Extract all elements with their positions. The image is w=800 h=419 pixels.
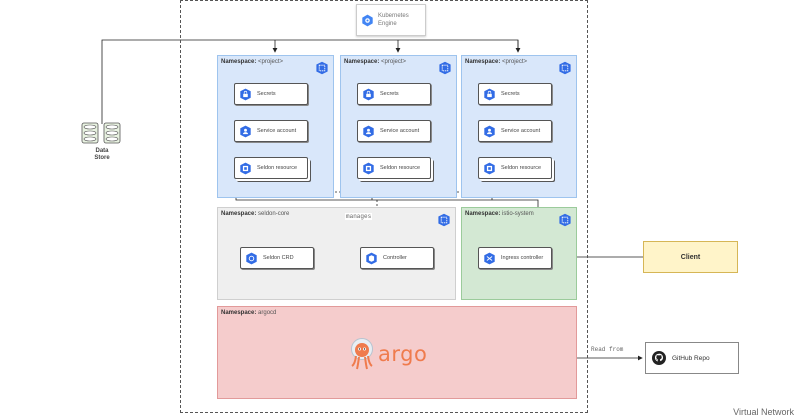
data-store-label-1: Data [95, 148, 109, 154]
namespace-name: <project> [502, 59, 528, 65]
service-account-node[interactable]: Service account [234, 120, 308, 142]
kubernetes-namespace-icon [559, 213, 571, 227]
ingress-controller-label: Ingress controller [501, 255, 544, 261]
namespace-project-2[interactable]: Namespace: <project> Secrets Service acc… [340, 55, 457, 198]
namespace-prefix: Namespace: [465, 59, 501, 65]
virtual-network-boundary [180, 0, 588, 413]
service-account-node[interactable]: Service account [478, 120, 552, 142]
read-from-edge-label: Read from [590, 346, 625, 353]
github-icon [652, 351, 666, 365]
seldon-resource-icon [363, 162, 374, 174]
kubernetes-engine-label-1: Kubernetes [378, 13, 409, 19]
virtual-network-label: Virtual Network [733, 407, 794, 417]
namespace-name: istio-system [502, 211, 534, 217]
kubernetes-namespace-icon [438, 213, 450, 227]
seldon-resource-node[interactable]: Seldon resource [478, 157, 552, 179]
controller-node[interactable]: Controller [360, 247, 434, 269]
seldon-resource-label: Seldon resource [380, 165, 421, 171]
github-repo-node[interactable]: GitHub Repo [645, 342, 739, 374]
seldon-resource-label: Seldon resource [501, 165, 542, 171]
seldon-resource-icon [484, 162, 495, 174]
namespace-name: <project> [381, 59, 407, 65]
argo-logo: argo [350, 334, 440, 374]
argo-octopus-icon [351, 338, 373, 370]
service-account-icon [240, 125, 251, 137]
seldon-crd-node[interactable]: Seldon CRD [240, 247, 314, 269]
ingress-icon [484, 252, 495, 264]
namespace-name: argocd [258, 310, 277, 316]
namespace-prefix: Namespace: [221, 211, 257, 217]
ingress-controller-node[interactable]: Ingress controller [478, 247, 552, 269]
namespace-project-1[interactable]: Namespace: <project> Secrets Service acc… [217, 55, 334, 198]
seldon-resource-label: Seldon resource [257, 165, 298, 171]
service-account-icon [363, 125, 374, 137]
secrets-icon [240, 88, 251, 100]
secrets-node[interactable]: Secrets [357, 83, 431, 105]
controller-icon [366, 252, 377, 264]
namespace-argocd[interactable]: Namespace: argocd [217, 306, 577, 399]
seldon-crd-label: Seldon CRD [263, 255, 294, 261]
data-store-label-2: Store [94, 155, 110, 161]
namespace-prefix: Namespace: [344, 59, 380, 65]
secrets-node[interactable]: Secrets [234, 83, 308, 105]
namespace-name: seldon-core [258, 211, 290, 217]
secrets-label: Secrets [257, 91, 276, 97]
namespace-prefix: Namespace: [221, 59, 257, 65]
namespace-name: <project> [258, 59, 284, 65]
controller-label: Controller [383, 255, 407, 261]
namespace-istio-system[interactable]: Namespace: istio-system Ingress controll… [461, 207, 577, 300]
kubernetes-namespace-icon [559, 61, 571, 75]
kubernetes-engine-label-2: Engine [378, 21, 397, 27]
service-account-label: Service account [380, 128, 420, 134]
secrets-label: Secrets [501, 91, 520, 97]
client-node[interactable]: Client [643, 241, 738, 273]
service-account-label: Service account [257, 128, 297, 134]
seldon-resource-node[interactable]: Seldon resource [234, 157, 308, 179]
argo-wordmark: argo [378, 342, 428, 366]
seldon-resource-node[interactable]: Seldon resource [357, 157, 431, 179]
secrets-icon [363, 88, 374, 100]
data-store-node[interactable]: Data Store [80, 120, 124, 172]
database-icon [81, 122, 121, 144]
seldon-resource-icon [240, 162, 251, 174]
namespace-prefix: Namespace: [465, 211, 501, 217]
namespace-prefix: Namespace: [221, 310, 257, 316]
service-account-label: Service account [501, 128, 541, 134]
client-label: Client [680, 253, 701, 261]
secrets-node[interactable]: Secrets [478, 83, 552, 105]
secrets-icon [484, 88, 495, 100]
kubernetes-engine-icon [362, 14, 373, 26]
manages-edge-label: manages [345, 213, 373, 220]
namespace-project-3[interactable]: Namespace: <project> Secrets Service acc… [461, 55, 577, 198]
kubernetes-namespace-icon [439, 61, 451, 75]
kubernetes-engine-node[interactable]: Kubernetes Engine [356, 4, 426, 36]
service-account-node[interactable]: Service account [357, 120, 431, 142]
github-label: GitHub Repo [672, 354, 710, 362]
kubernetes-namespace-icon [316, 61, 328, 75]
secrets-label: Secrets [380, 91, 399, 97]
namespace-seldon-core[interactable]: Namespace: seldon-core Seldon CRD Contro… [217, 207, 456, 300]
crd-icon [246, 252, 257, 264]
service-account-icon [484, 125, 495, 137]
